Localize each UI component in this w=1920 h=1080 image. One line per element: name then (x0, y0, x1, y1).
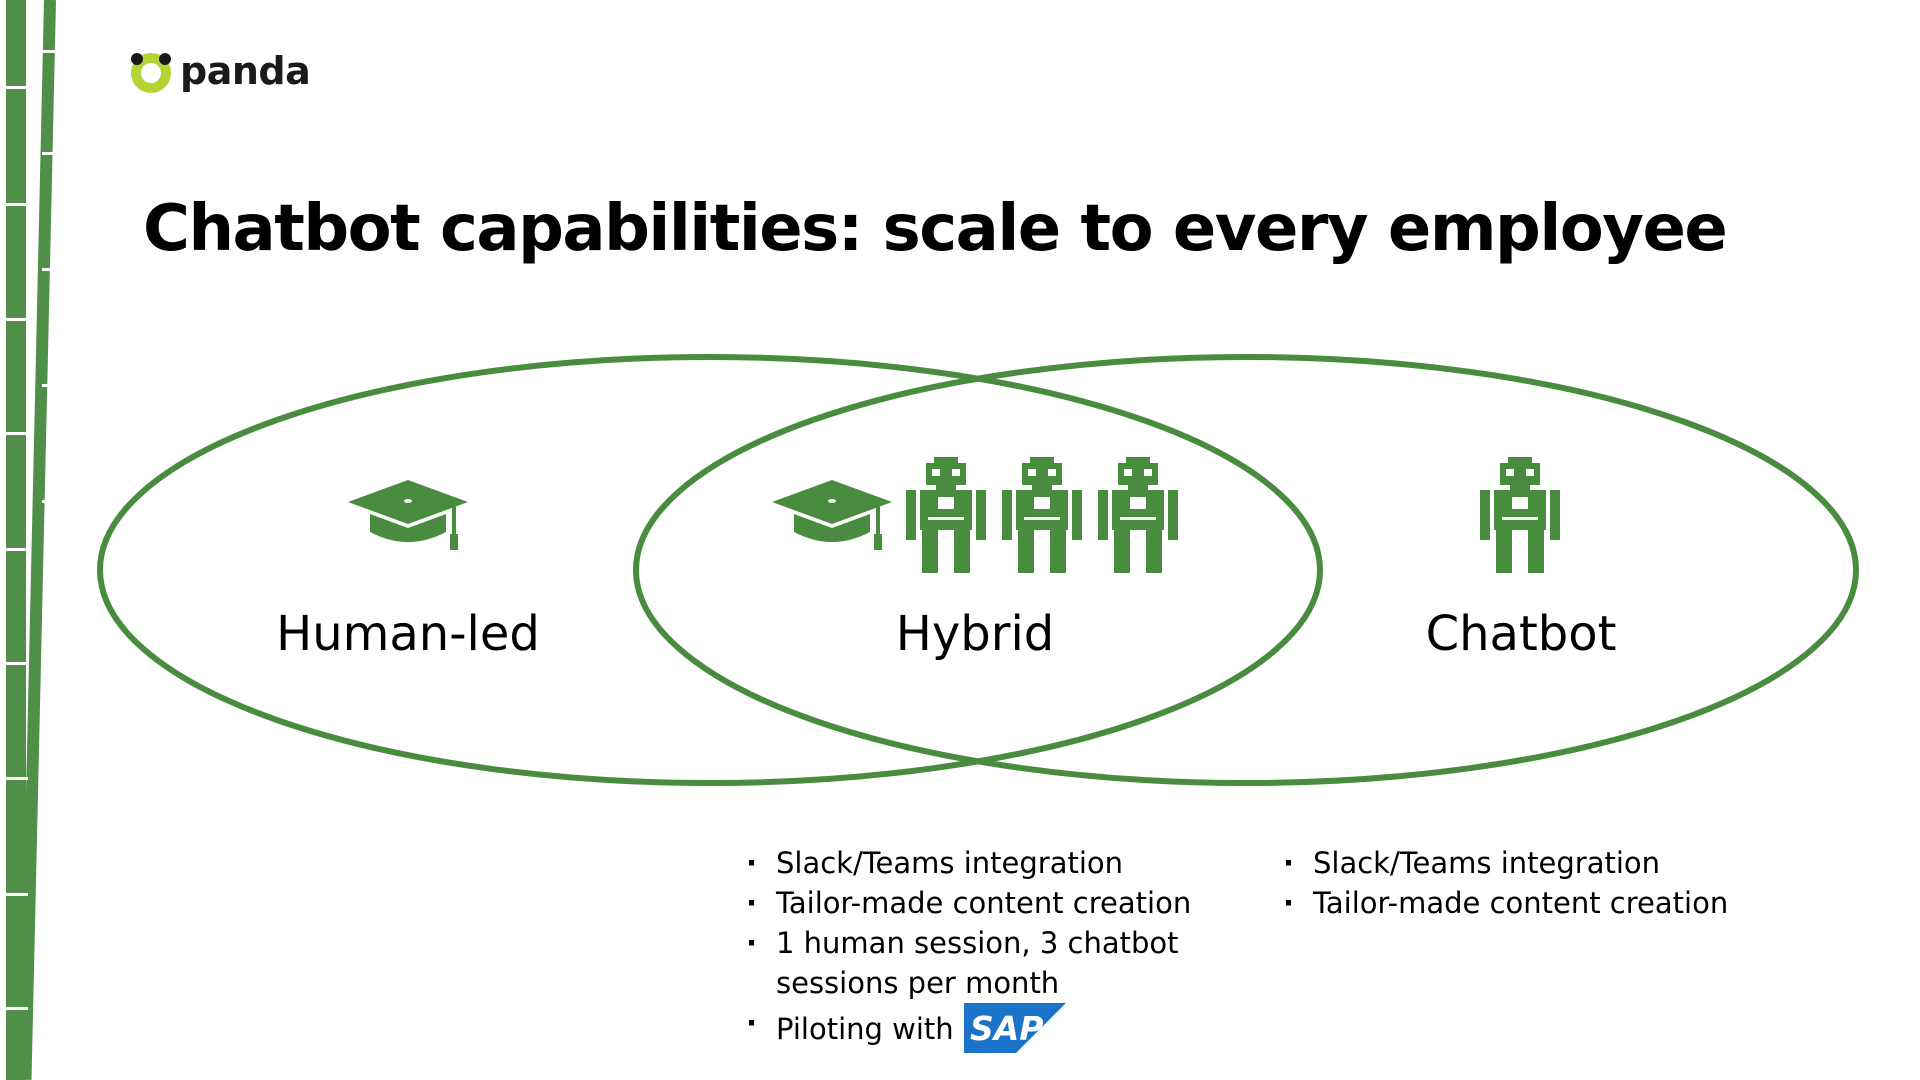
panda-logo-icon (131, 53, 171, 93)
robot-icon (1098, 457, 1178, 573)
list-item: 1 human session, 3 chatbot (746, 923, 1191, 963)
robot-icon (1002, 457, 1082, 573)
region-label-chatbot: Chatbot (1425, 606, 1617, 662)
slide-title: Chatbot capabilities: scale to every emp… (143, 192, 1728, 266)
panda-logo: panda (128, 48, 311, 94)
sap-logo: SAP (963, 1003, 1066, 1053)
robot-icon (906, 457, 986, 573)
sap-logo-text: SAP (970, 1009, 1044, 1048)
hybrid-feature-list: Slack/Teams integration Tailor-made cont… (746, 843, 1191, 1053)
region-label-human-led: Human-led (276, 606, 540, 662)
robot-icon (1480, 457, 1560, 573)
list-item: Slack/Teams integration (746, 843, 1191, 883)
list-item: Slack/Teams integration (1283, 843, 1728, 883)
logo-wordmark: panda (180, 49, 311, 93)
list-item-continuation: sessions per month (776, 966, 1060, 1000)
bamboo-decoration (4, 0, 64, 1080)
chatbot-feature-list: Slack/Teams integration Tailor-made cont… (1283, 843, 1728, 923)
graduation-cap-icon (348, 480, 468, 550)
list-item: Piloting with SAP (746, 1003, 1191, 1053)
list-item: Tailor-made content creation (1283, 883, 1728, 923)
list-item: Tailor-made content creation (746, 883, 1191, 923)
graduation-cap-icon (772, 480, 892, 550)
chatbot-ellipse (633, 354, 1859, 786)
human-led-ellipse (97, 354, 1323, 786)
region-label-hybrid: Hybrid (895, 606, 1055, 662)
